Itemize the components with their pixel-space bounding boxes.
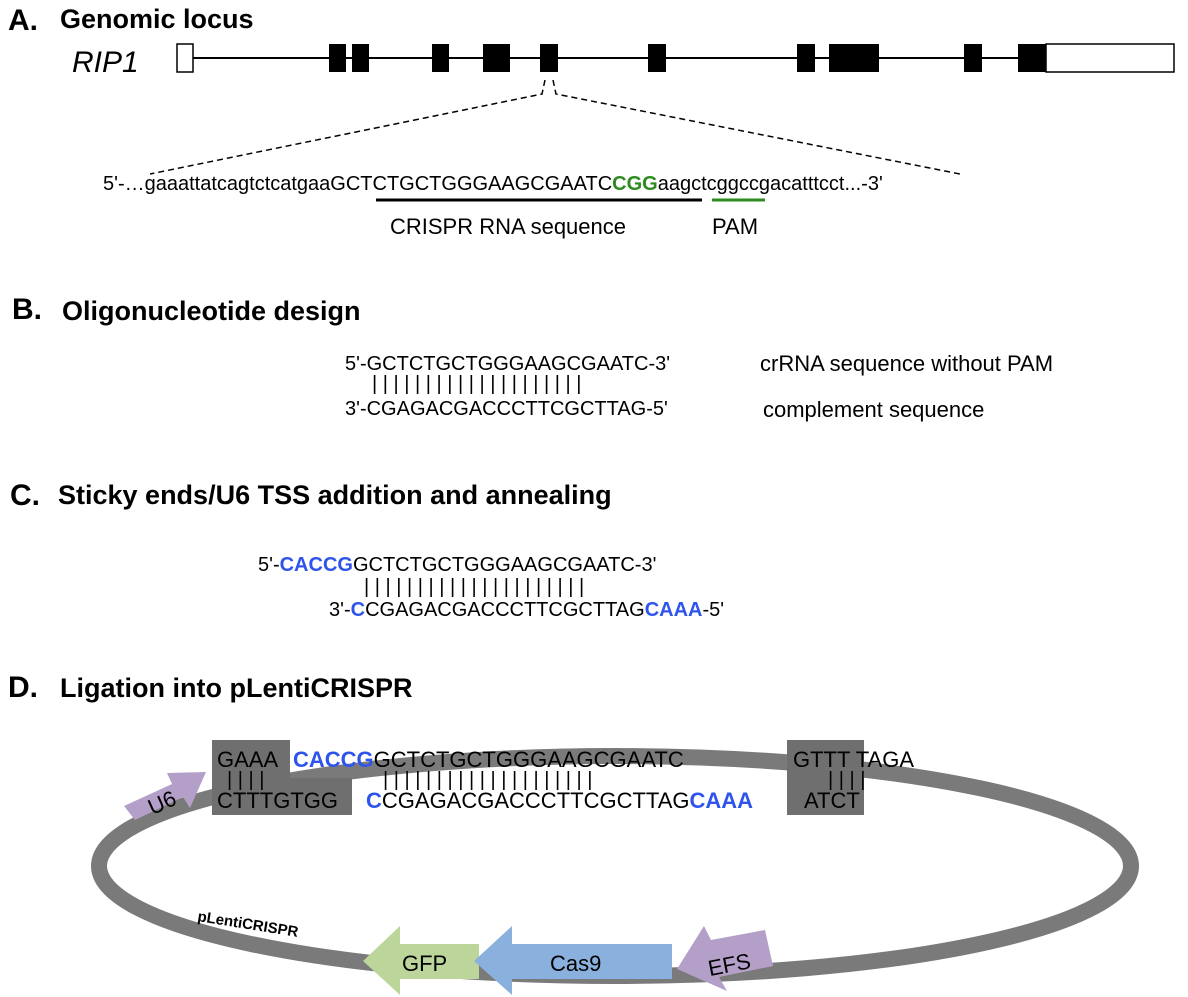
exon: [829, 44, 879, 72]
exon: [648, 44, 666, 72]
crrna-label: CRISPR RNA sequence: [390, 214, 626, 239]
seq-prefix: 5'-…gaaattatcagtctcatgaa: [103, 173, 331, 195]
seq-suffix: aagctcggccgacatttcct...-3': [658, 173, 883, 195]
panel-b-title: Oligonucleotide design: [62, 296, 361, 326]
gene-model: [176, 43, 1175, 73]
insert-top-core: GCTCTGCTGGGAAGCGAATC: [374, 747, 684, 772]
c-bot-core: CGAGACGACCCTTCGCTTAG: [365, 599, 645, 621]
genomic-sequence: 5'-…gaaattatcagtctcatgaaGCTCTGCTGGGAAGCG…: [103, 173, 883, 195]
zoom-lines: [149, 79, 961, 175]
panel-b-letter: B.: [12, 293, 42, 326]
exon: [797, 44, 815, 72]
pam-label: PAM: [712, 214, 758, 239]
complement-note: complement sequence: [763, 397, 984, 422]
c-top-core: GCTCTGCTGGGAAGCGAATC-3': [353, 554, 656, 576]
right-bars: | | | |: [828, 769, 865, 791]
c-bottom-strand: 3'-CCGAGACGACCCTTCGCTTAGCAAA-5': [329, 599, 724, 621]
c-bot-5prime: -5': [702, 599, 724, 621]
insert-top: CACCGGCTCTGCTGGGAAGCGAATC: [293, 747, 684, 772]
panel-c-letter: C.: [10, 479, 40, 512]
utr-5: [176, 43, 194, 73]
c-top-strand: 5'-CACCGGCTCTGCTGGGAAGCGAATC-3': [258, 554, 656, 576]
gfp-gene: GFP: [363, 926, 479, 995]
insert-bot-overhang: CAAA: [689, 788, 753, 813]
utr-3: [1045, 43, 1175, 73]
insert-bars: | | | | | | | | | | | | | | | | | | | |: [383, 769, 592, 791]
bottom-strand: 3'-CGAGACGACCCTTCGCTTAG-5': [345, 398, 668, 420]
c-top-overhang: CACCG: [280, 554, 353, 576]
c-bot-3prime: 3'-: [329, 599, 351, 621]
gene-name: RIP1: [72, 46, 139, 79]
base-pair-bars: | | | | | | | | | | | | | | | | | | | |: [372, 373, 581, 395]
seq-pam: CGG: [612, 173, 658, 195]
exon: [1018, 44, 1046, 72]
insert-bot-core: CGAGACGACCCTTCGCTTAG: [382, 788, 690, 813]
panel-d-title: Ligation into pLentiCRISPR: [60, 673, 412, 703]
insert-top-overhang: CACCG: [293, 747, 374, 772]
panel-a-letter: A.: [8, 4, 38, 37]
panel-d-letter: D.: [8, 671, 38, 704]
zoom-line-left: [149, 79, 546, 175]
exon: [432, 44, 449, 72]
gfp-label: GFP: [402, 951, 447, 976]
left-bottom: CTTTGTGG: [217, 788, 338, 813]
c-top-5prime: 5'-: [258, 554, 280, 576]
left-top: GAAA: [217, 747, 278, 772]
u6-promoter: U6: [124, 772, 206, 820]
cas9-label: Cas9: [550, 951, 601, 976]
exon: [964, 44, 982, 72]
c-bot-c: C: [351, 599, 365, 621]
cas9-arrow: [474, 926, 672, 995]
right-bottom: ATCT: [804, 788, 860, 813]
right-top: GTTT TAGA: [793, 747, 914, 772]
exon: [329, 44, 346, 72]
panel-a-title: Genomic locus: [60, 4, 254, 34]
top-strand: 5'-GCTCTGCTGGGAAGCGAATC-3': [345, 353, 670, 375]
seq-crrna: GCTCTGCTGGGAAGCGAATC: [330, 173, 612, 195]
zoom-line-right: [552, 79, 961, 175]
exon: [483, 44, 510, 72]
crrna-note: crRNA sequence without PAM: [760, 351, 1053, 376]
exon-target: [540, 44, 558, 72]
right-vector-block: [787, 740, 864, 815]
c-base-pair-bars: | | | | | | | | | | | | | | | | | | | | …: [364, 576, 584, 598]
panel-c-title: Sticky ends/U6 TSS addition and annealin…: [58, 480, 612, 510]
cas9-gene: Cas9: [474, 926, 672, 995]
efs-arrow: [677, 926, 773, 991]
insert-bottom: CCGAGACGACCCTTCGCTTAGCAAA: [366, 788, 753, 813]
left-bars: | | | |: [227, 769, 264, 791]
insert-bot-c: C: [366, 788, 382, 813]
exon: [352, 44, 369, 72]
left-vector-block: [212, 740, 352, 815]
u6-arrow: [124, 772, 206, 820]
gfp-arrow: [363, 926, 479, 995]
c-bot-overhang: CAAA: [645, 599, 703, 621]
